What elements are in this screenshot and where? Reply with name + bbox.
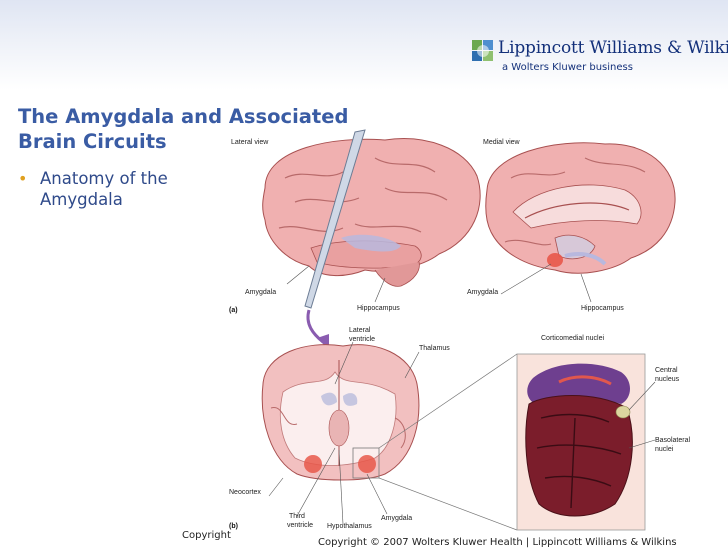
header-band <box>0 0 728 90</box>
section-plane-indicator <box>304 129 366 350</box>
slide-title-line1: The Amygdala and Associated <box>18 105 349 128</box>
publisher-mark-icon <box>472 40 493 61</box>
slide-title: The Amygdala and Associated Brain Circui… <box>18 104 458 154</box>
copyright-left: Copyright <box>182 530 231 541</box>
publisher-logo: Lippincott Williams & Wilkins a Wolters … <box>472 38 728 78</box>
central-nucleus-label-1: Central <box>655 367 678 374</box>
third-ventricle-label-1: Third <box>289 513 305 520</box>
publisher-name: Lippincott Williams & Wilkins <box>498 38 728 58</box>
hippocampus-medial-label: Hippocampus <box>581 305 624 312</box>
lateral-brain-illustration <box>262 138 481 287</box>
panel-a-label: (a) <box>229 307 238 314</box>
lateral-view-label: Lateral view <box>231 139 269 146</box>
medial-brain-illustration <box>485 142 676 274</box>
anatomy-illustration: Lateral view Medial view Amygdala Hippoc… <box>229 129 690 531</box>
basolateral-nuclei-label-2: nuclei <box>655 446 674 453</box>
lateral-ventricle-label-1: Lateral <box>349 327 371 334</box>
bullet-item: Anatomy of the Amygdala <box>40 169 168 209</box>
coronal-section-illustration <box>261 344 420 481</box>
amygdala-figure: Lateral view Medial view Amygdala Hippoc… <box>225 128 728 546</box>
publisher-tagline: a Wolters Kluwer business <box>502 62 633 73</box>
slide-title-line2: Brain Circuits <box>18 130 167 153</box>
basolateral-nuclei-label-1: Basolateral <box>655 437 690 444</box>
lateral-ventricle-label-2: ventricle <box>349 336 375 343</box>
copyright-right: Copyright © 2007 Wolters Kluwer Health |… <box>318 537 677 548</box>
corticomedial-nuclei-label: Corticomedial nuclei <box>541 335 604 342</box>
third-ventricle-label-2: ventricle <box>287 522 313 529</box>
medial-view-label: Medial view <box>483 139 521 146</box>
hypothalamus-label: Hypothalamus <box>327 523 372 530</box>
amygdala-medial-label: Amygdala <box>467 289 498 296</box>
panel-b-label: (b) <box>229 523 238 530</box>
bullet-marker-icon: • <box>18 169 28 188</box>
amygdala-lateral-label: Amygdala <box>245 289 276 296</box>
central-nucleus-label-2: nucleus <box>655 376 680 383</box>
neocortex-label: Neocortex <box>229 489 261 496</box>
amygdala-section-label: Amygdala <box>381 515 412 522</box>
thalamus-label: Thalamus <box>419 345 450 352</box>
hippocampus-lateral-label: Hippocampus <box>357 305 400 312</box>
amygdala-nuclei-inset <box>516 353 656 531</box>
